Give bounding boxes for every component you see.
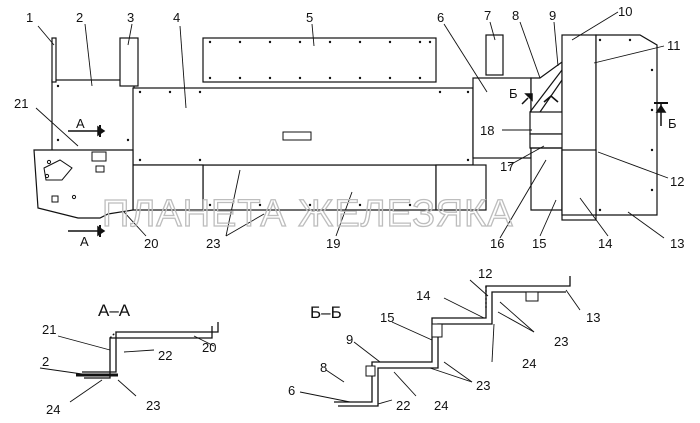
- section-bb-label-23b: 23: [476, 378, 490, 393]
- callout-20: 20: [144, 236, 158, 251]
- panel-7: [485, 34, 504, 76]
- section-bb-label-24b: 24: [434, 398, 448, 413]
- callout-1: 1: [26, 10, 33, 25]
- section-bb-title: Б–Б: [310, 303, 342, 322]
- section-aa-title: А–А: [98, 301, 131, 320]
- plan-callouts: 1 2 3 4 5 6 7 8 9 10 11 21 18 17 12 13 1…: [14, 4, 684, 251]
- section-bb-leaders: [299, 279, 581, 405]
- section-aa-label-20: 20: [202, 340, 216, 355]
- section-aa-profile: [76, 322, 219, 379]
- door-panel-21: [33, 149, 134, 219]
- section-bb-label-23a: 23: [554, 334, 568, 349]
- callout-14: 14: [598, 236, 612, 251]
- section-marker-a-lower: А: [80, 234, 89, 249]
- callout-23: 23: [206, 236, 220, 251]
- section-marker-a-upper: А: [76, 116, 85, 131]
- panel-15: [561, 149, 597, 216]
- callout-2: 2: [76, 10, 83, 25]
- panel-18: [529, 111, 565, 135]
- watermark: ПЛАНЕТА ЖЕЛЕЗЯКА: [102, 193, 514, 235]
- section-aa-leaders: [39, 335, 215, 403]
- panel-3: [119, 37, 139, 87]
- section-bb-label-24a: 24: [522, 356, 536, 371]
- wall-1: [51, 37, 57, 83]
- section-cut-b: [521, 93, 668, 126]
- callout-7: 7: [484, 8, 491, 23]
- section-bb-label-6: 6: [288, 383, 295, 398]
- section-bb-label-22: 22: [396, 398, 410, 413]
- section-aa-label-22: 22: [158, 348, 172, 363]
- callout-13: 13: [670, 236, 684, 251]
- panel-17: [529, 133, 565, 149]
- callout-16: 16: [490, 236, 504, 251]
- section-bb-brackets: [365, 291, 539, 377]
- callout-4: 4: [173, 10, 180, 25]
- panel-4-handle: [282, 131, 312, 141]
- panel-19: [202, 164, 437, 211]
- callout-12: 12: [670, 174, 684, 189]
- section-bb-label-9: 9: [346, 332, 353, 347]
- callout-10: 10: [618, 4, 632, 19]
- section-aa-label-21: 21: [42, 322, 56, 337]
- callout-15: 15: [532, 236, 546, 251]
- panel-lower-right: [435, 164, 487, 211]
- step-9: [529, 69, 563, 149]
- plan-leaders: [35, 11, 669, 239]
- bolt-rows: [56, 38, 654, 212]
- callout-19: 19: [326, 236, 340, 251]
- panel-11: [595, 34, 658, 216]
- section-aa-label-24: 24: [46, 402, 60, 417]
- callout-5: 5: [306, 10, 313, 25]
- section-bb-label-8: 8: [320, 360, 327, 375]
- callout-18: 18: [480, 123, 494, 138]
- section-aa-label-23: 23: [146, 398, 160, 413]
- plan-view: [33, 34, 658, 221]
- section-bb-profile: [334, 276, 571, 407]
- callout-9: 9: [549, 8, 556, 23]
- callout-21: 21: [14, 96, 28, 111]
- section-bb-label-12: 12: [478, 266, 492, 281]
- section-bb-label-15: 15: [380, 310, 394, 325]
- callout-17: 17: [500, 159, 514, 174]
- section-marker-b-left: Б: [509, 86, 518, 101]
- section-marker-b-right: Б: [668, 116, 677, 131]
- section-cut-a: [68, 125, 106, 237]
- panel-2: [51, 79, 135, 153]
- callout-3: 3: [127, 10, 134, 25]
- door-detail: [43, 131, 312, 203]
- section-bb-label-14: 14: [416, 288, 430, 303]
- panel-6: [472, 77, 532, 159]
- panel-5: [202, 37, 437, 83]
- section-aa-label-2: 2: [42, 354, 49, 369]
- callout-8: 8: [512, 8, 519, 23]
- callout-11: 11: [667, 38, 681, 53]
- section-bb-label-13: 13: [586, 310, 600, 325]
- panel-4: [132, 87, 474, 166]
- callout-6: 6: [437, 10, 444, 25]
